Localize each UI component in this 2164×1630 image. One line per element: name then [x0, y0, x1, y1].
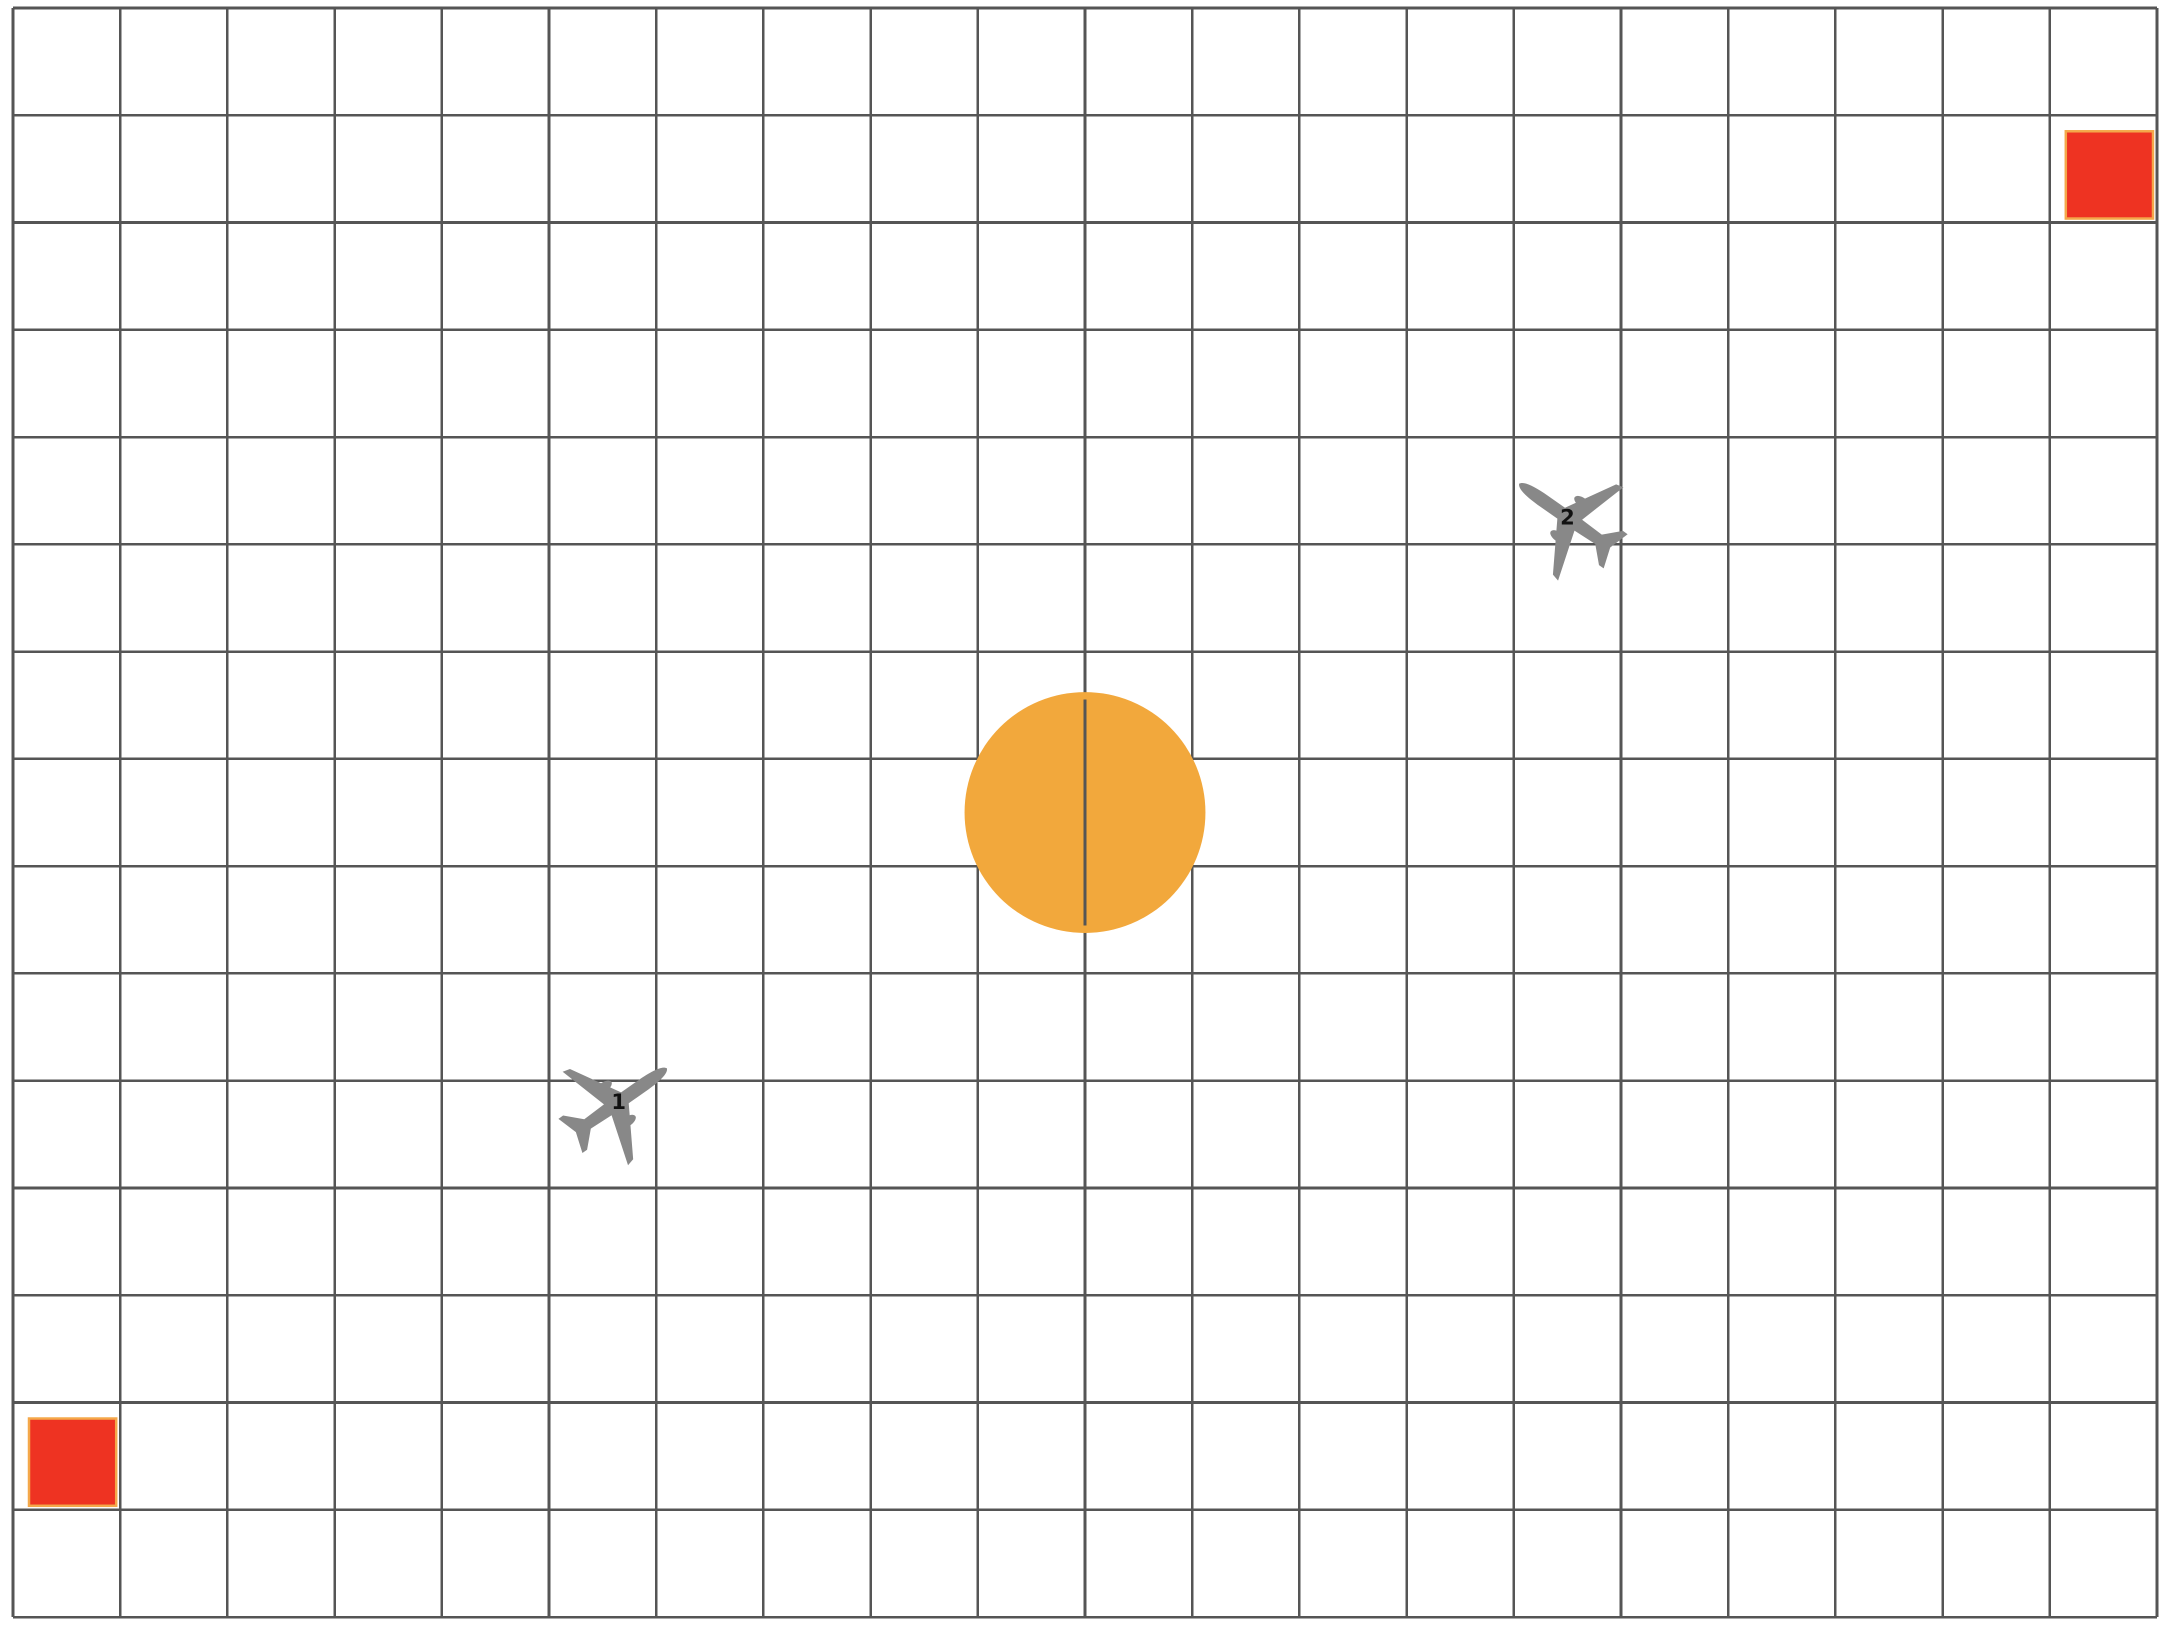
red-square-top-right[interactable] [2064, 130, 2155, 220]
airplane-2[interactable]: 2 [1486, 437, 1648, 598]
sun-layer [964, 692, 1206, 933]
airplane-engine [619, 1114, 636, 1129]
airplane-engine [1574, 495, 1591, 510]
airplane-body [558, 1067, 667, 1166]
airplane-label: 2 [1560, 506, 1575, 530]
airplane-icon [558, 1067, 667, 1166]
airplane-body [1519, 483, 1628, 581]
airplane-label: 1 [611, 1090, 626, 1114]
target-layer [27, 130, 2155, 1508]
red-square-bottom-left[interactable] [27, 1417, 118, 1508]
plane-layer: 12 [538, 437, 1648, 1183]
grid [11, 6, 2159, 1619]
airplane-engine [1550, 530, 1567, 544]
airplane-engine [595, 1080, 612, 1094]
airplane-1[interactable]: 1 [538, 1022, 700, 1183]
airplane-icon [1519, 483, 1628, 581]
